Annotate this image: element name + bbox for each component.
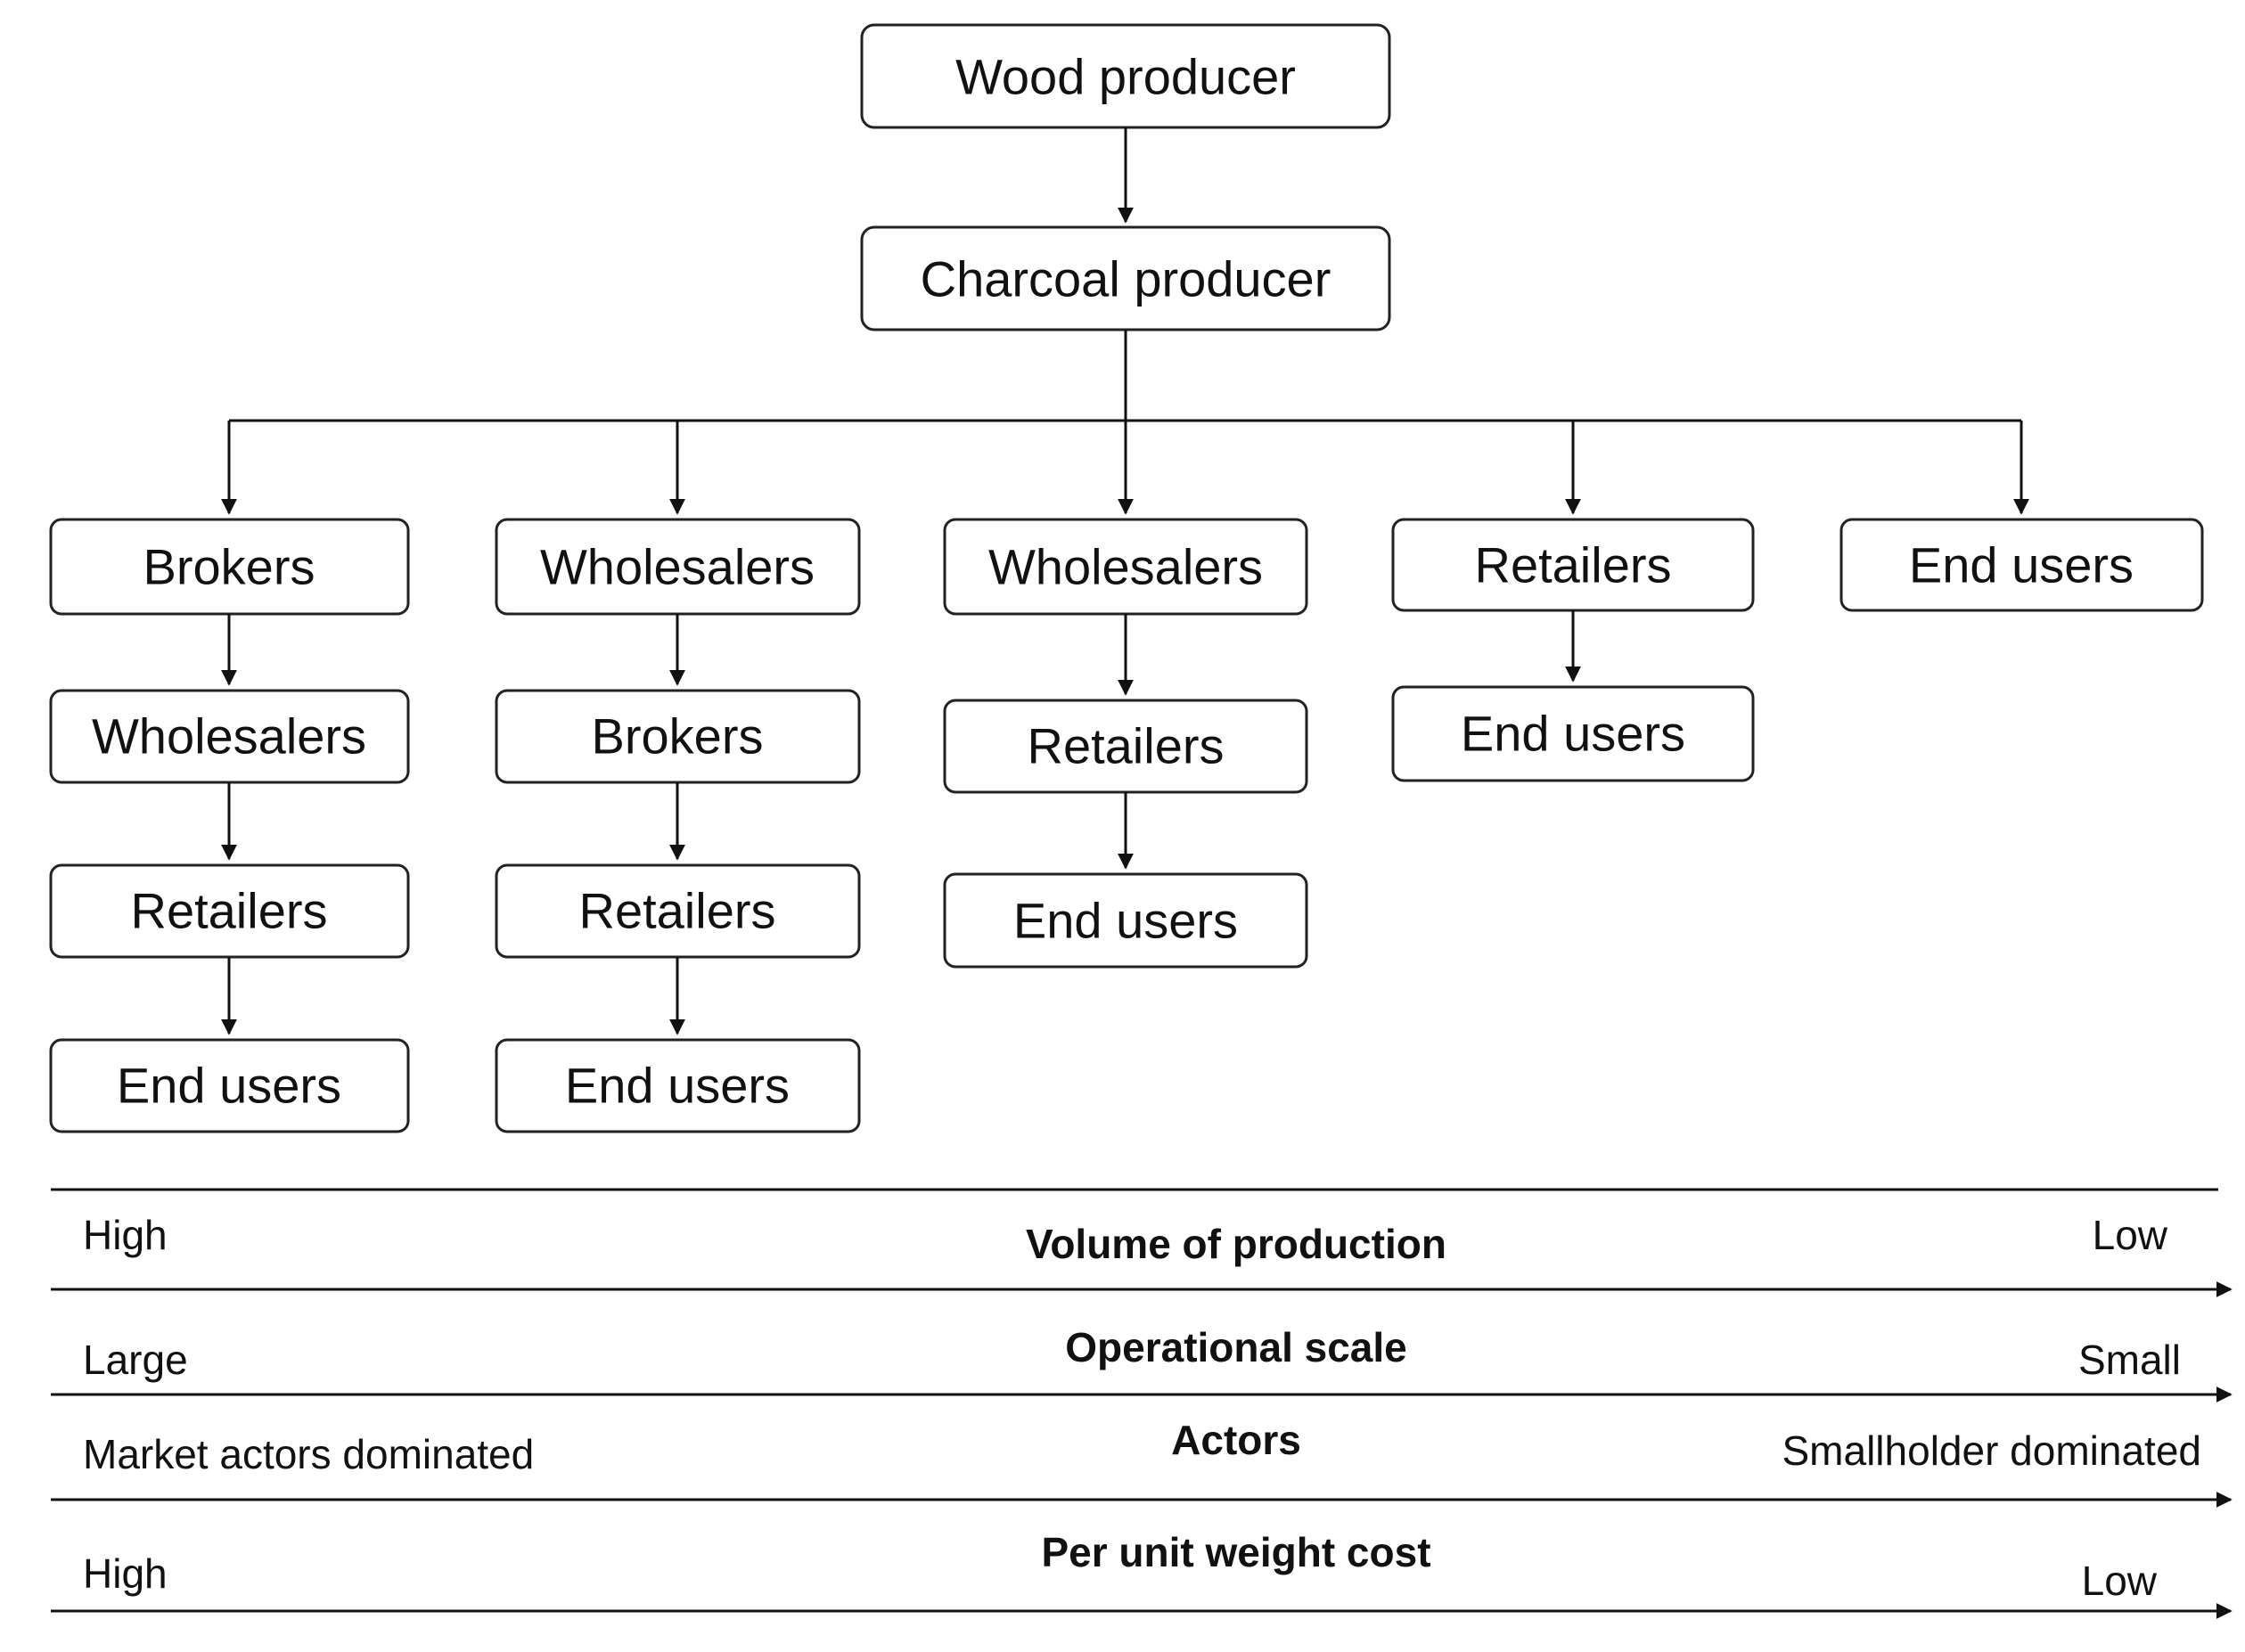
node-c3-end-users: End users (943, 872, 1308, 969)
node-c3-wholesalers: Wholesalers (943, 518, 1308, 616)
node-label: Wood producer (955, 49, 1296, 105)
scale-right-label: Low (2082, 1558, 2158, 1604)
node-c2-end-users: End users (495, 1038, 861, 1133)
scale-left-label: Large (83, 1337, 188, 1383)
node-label: Brokers (592, 708, 764, 765)
scale-volume-of-production: High Volume of production Low (51, 1212, 2233, 1297)
node-c1-retailers: Retailers (49, 863, 410, 959)
node-c3-retailers: Retailers (943, 699, 1308, 794)
scale-left-label: High (83, 1550, 168, 1597)
node-label: Retailers (1028, 718, 1225, 774)
node-label: Wholesalers (988, 539, 1263, 595)
node-wood-producer: Wood producer (860, 23, 1391, 129)
node-charcoal-producer: Charcoal producer (860, 225, 1391, 331)
node-label: Retailers (579, 883, 776, 939)
scale-title: Operational scale (1065, 1324, 1407, 1370)
scale-right-label: Small (2078, 1337, 2181, 1383)
node-label: End users (1461, 706, 1685, 762)
scale-title: Actors (1171, 1417, 1301, 1463)
node-label: Retailers (1475, 537, 1672, 593)
scale-left-label: High (83, 1212, 168, 1258)
node-label: End users (565, 1058, 790, 1114)
scale-operational-scale: Large Operational scale Small (51, 1324, 2233, 1403)
scale-title: Volume of production (1026, 1221, 1446, 1267)
node-c2-wholesalers: Wholesalers (495, 518, 861, 616)
node-label: Wholesalers (92, 708, 366, 765)
node-c1-brokers: Brokers (49, 518, 410, 616)
node-label: Brokers (143, 539, 315, 595)
scale-right-label: Smallholder dominated (1782, 1427, 2202, 1474)
node-c5-end-users: End users (1839, 518, 2204, 612)
scale-actors: Market actors dominated Actors Smallhold… (51, 1417, 2233, 1508)
node-label: Charcoal producer (921, 251, 1331, 307)
node-label: End users (1909, 537, 2134, 593)
node-c1-wholesalers: Wholesalers (49, 689, 410, 784)
node-c2-retailers: Retailers (495, 863, 861, 959)
scale-per-unit-weight-cost: High Per unit weight cost Low (51, 1529, 2233, 1619)
scale-right-label: Low (2093, 1212, 2168, 1258)
node-c4-retailers: Retailers (1391, 518, 1755, 612)
scale-left-label: Market actors dominated (83, 1431, 534, 1477)
node-c2-brokers: Brokers (495, 689, 861, 784)
node-label: End users (1013, 893, 1238, 949)
scale-title: Per unit weight cost (1041, 1529, 1430, 1575)
node-c4-end-users: End users (1391, 685, 1755, 782)
node-label: Wholesalers (540, 539, 815, 595)
node-label: Retailers (131, 883, 328, 939)
node-c1-end-users: End users (49, 1038, 410, 1133)
node-label: End users (117, 1058, 341, 1114)
